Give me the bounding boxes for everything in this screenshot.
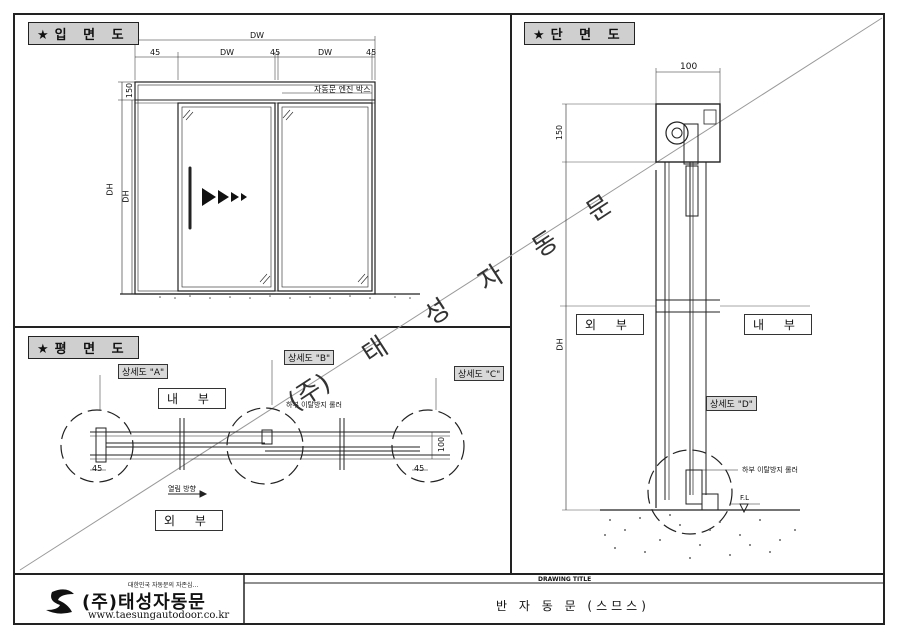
- drawing-title: 반 자 동 문 (스므스): [496, 599, 650, 613]
- section-title: ★단 면 도: [524, 22, 635, 45]
- detail-a-label: 상세도 "A": [118, 364, 169, 379]
- plan-outside-label: 외 부: [155, 510, 223, 531]
- plan-dim-45-left: 45: [92, 464, 103, 473]
- dim-150: 150: [125, 82, 135, 99]
- section-inside-label: 내 부: [744, 314, 812, 335]
- dim-45-right: 45: [366, 48, 377, 57]
- engine-box-label: 자동문 엔진 박스: [314, 85, 371, 94]
- detail-c-label: 상세도 "C": [454, 366, 505, 381]
- drawing-title-label: DRAWING TITLE: [538, 576, 592, 583]
- section-drawing: [560, 68, 810, 535]
- dim-dw-left: DW: [220, 48, 235, 57]
- drawing-frame: [13, 13, 885, 625]
- floor-level-label: F.L: [740, 494, 750, 502]
- dim-dh-outer: DH: [105, 183, 115, 196]
- section-dim-dh: DH: [555, 338, 565, 351]
- section-outside-label: 외 부: [576, 314, 644, 335]
- section-dim-100: 100: [680, 62, 698, 72]
- elevation-title: ★입 면 도: [28, 22, 139, 45]
- arrow-right-icon: [202, 188, 247, 206]
- plan-inside-label: 내 부: [158, 388, 226, 409]
- floor-hatch-elevation: [159, 295, 411, 299]
- plan-dim-100: 100: [437, 436, 447, 453]
- company-logo-icon: [46, 589, 74, 614]
- plan-roller-label: 하부 이탈방지 롤러: [286, 401, 342, 409]
- company-url: www.taesungautodoor.co.kr: [88, 610, 230, 621]
- elevation-drawing: [118, 36, 420, 295]
- dim-dw-total: DW: [250, 31, 265, 40]
- section-roller-label: 하부 이탈방지 롤러: [742, 466, 798, 474]
- plan-dim-45-right: 45: [414, 464, 425, 473]
- opening-direction-label: 열림 방향: [168, 485, 196, 493]
- dim-dh-inner: DH: [121, 190, 131, 203]
- dim-45-mid: 45: [270, 48, 281, 57]
- plan-title: ★평 면 도: [28, 336, 139, 359]
- detail-d-label: 상세도 "D": [706, 396, 757, 411]
- section-dim-150: 150: [555, 124, 565, 141]
- plan-drawing: [60, 360, 465, 498]
- dim-45-left: 45: [150, 48, 161, 57]
- floor-hatch-section: [604, 514, 796, 559]
- company-slogan: 대한민국 자동문의 자존심...: [128, 582, 199, 589]
- detail-b-label: 상세도 "B": [284, 350, 335, 365]
- dim-dw-right: DW: [318, 48, 333, 57]
- company-name: (주)태성자동문: [82, 592, 206, 613]
